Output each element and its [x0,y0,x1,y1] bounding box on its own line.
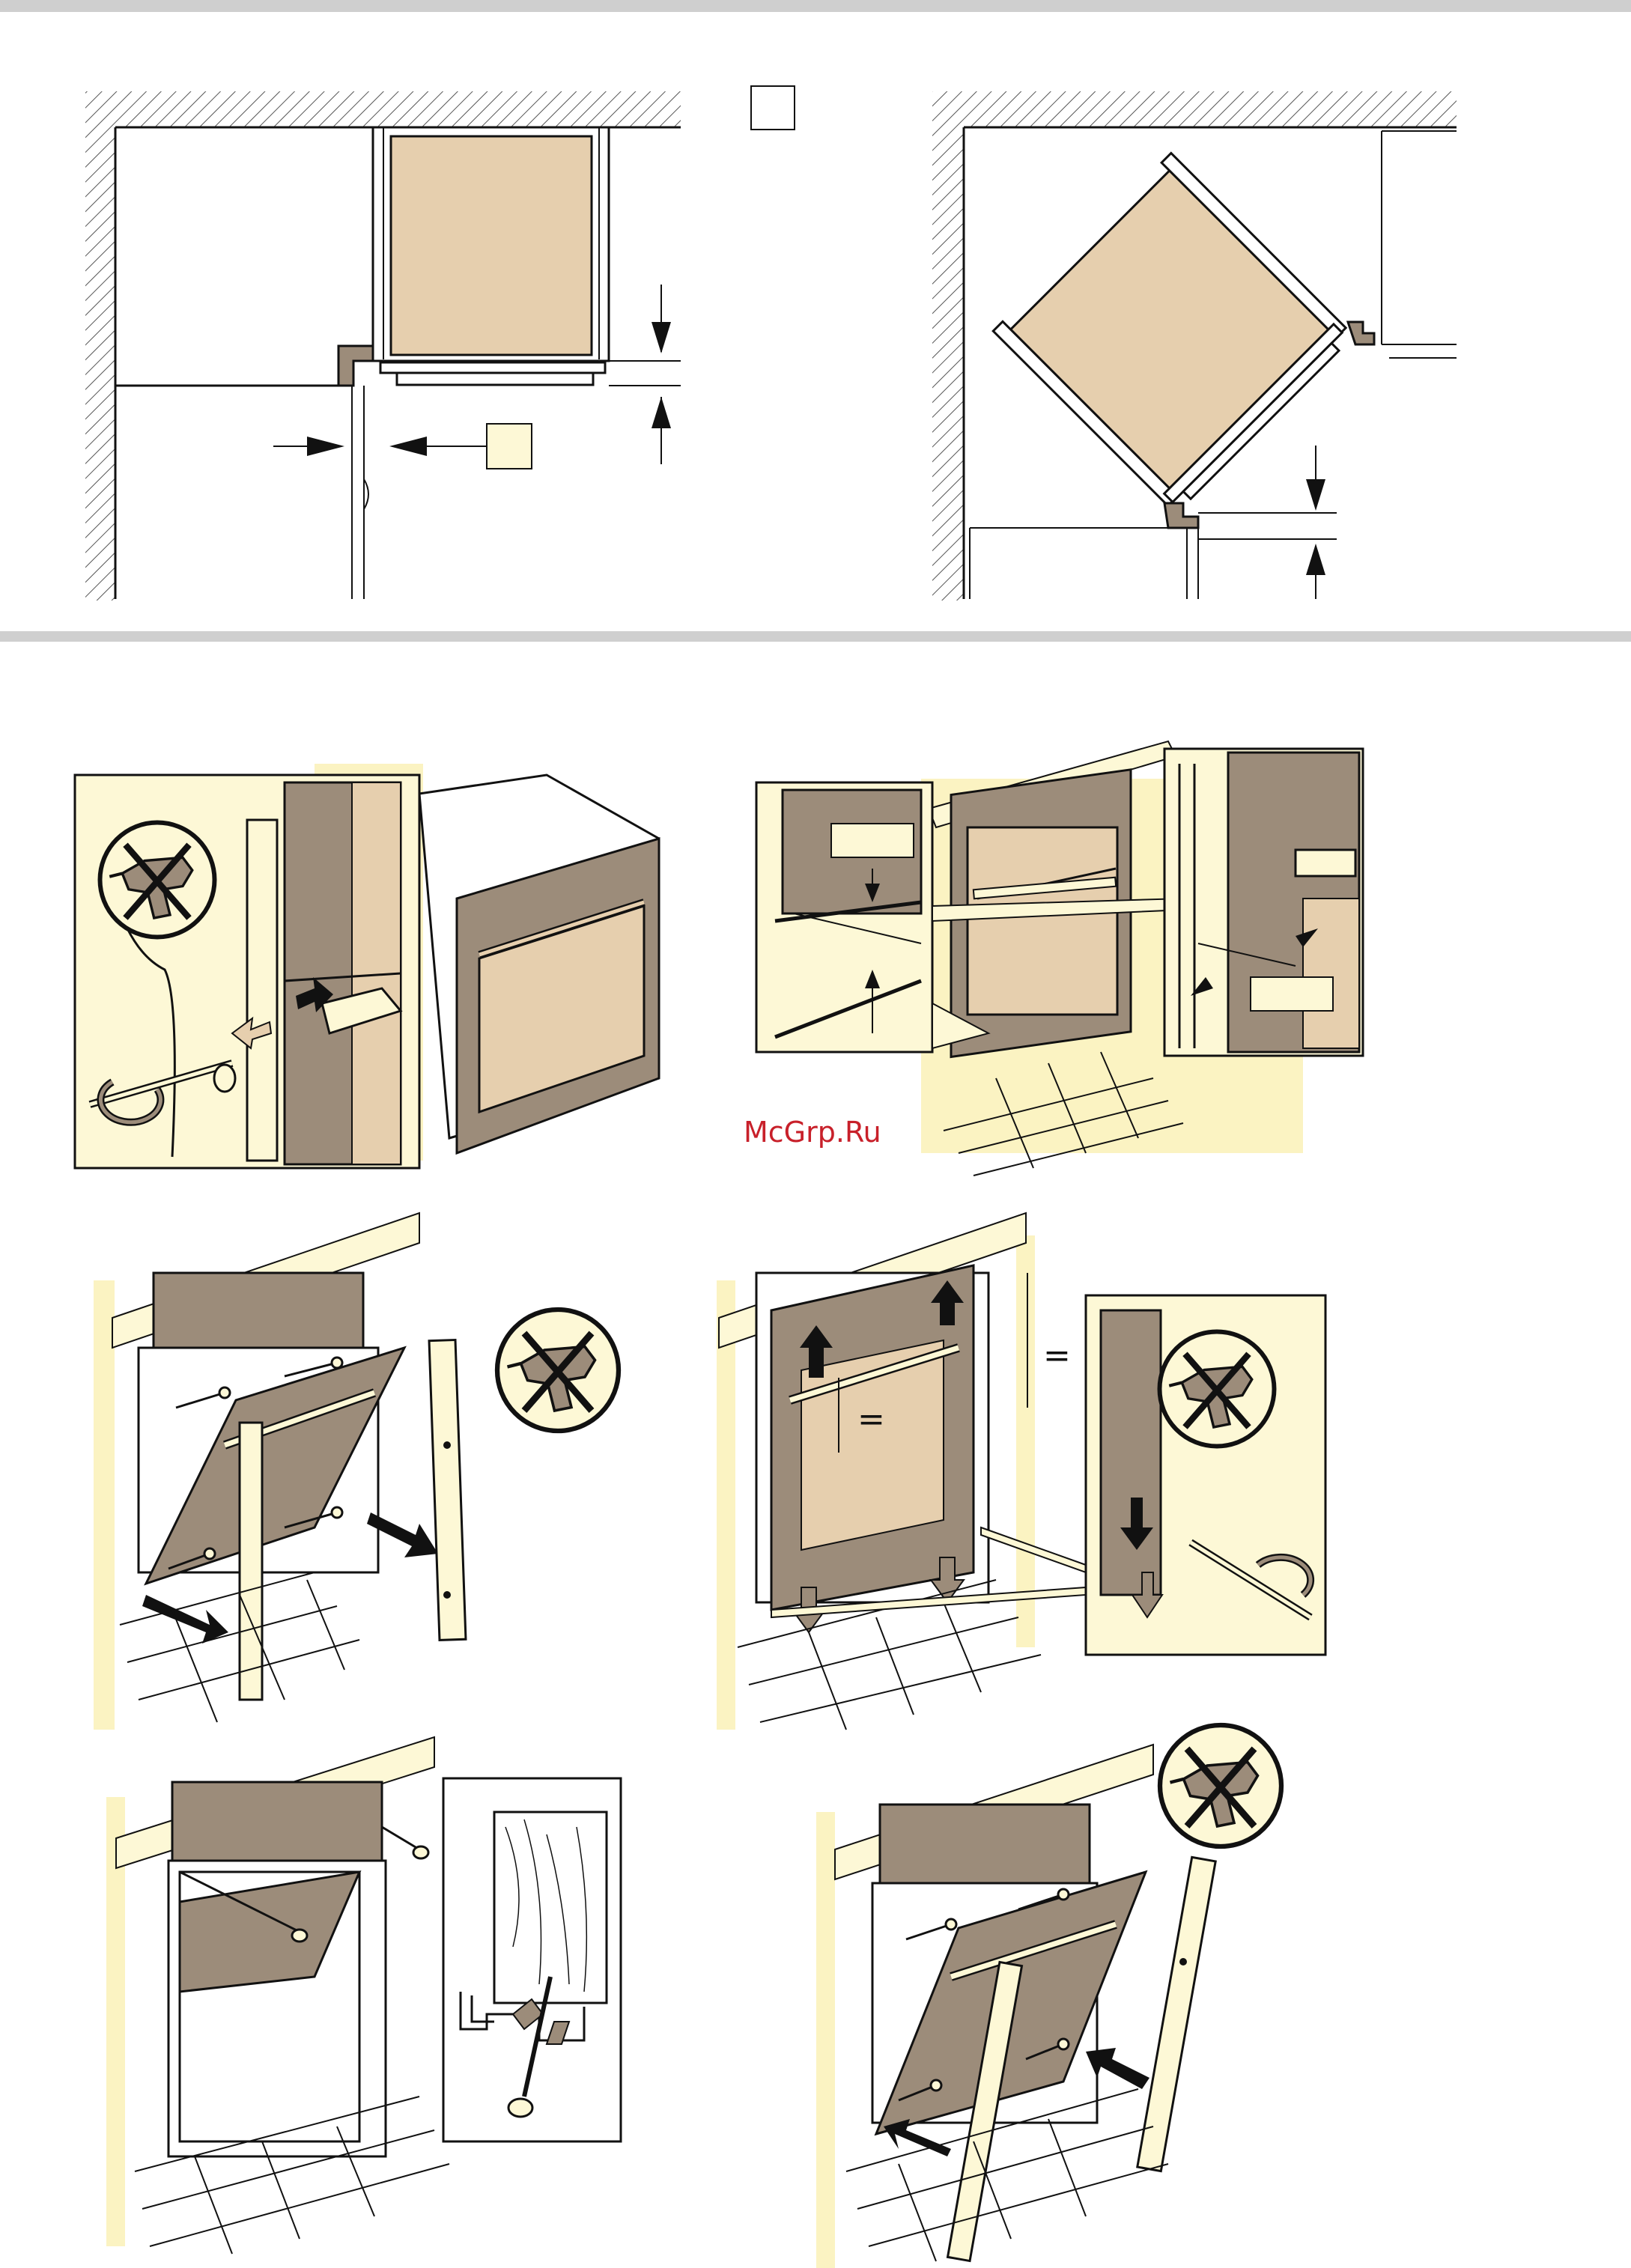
fig-door-alignment: = = [717,1213,1325,1730]
figure-label-box [751,86,795,130]
fig-cabinet-top-view [85,86,795,601]
fig-oven-gap-detail [756,741,1363,1176]
oven-box [391,136,592,355]
no-drill-icon [100,823,215,937]
middle-rule [0,631,1631,642]
top-rule [0,0,1631,12]
fig-door-reassembly [816,1725,1281,2268]
dimension-label-box [487,424,532,469]
watermark: McGrp.Ru [744,1116,881,1149]
equals-mark: = [857,1400,885,1438]
blank-label-box [1251,977,1333,1011]
wood-section-detail [494,1812,607,2003]
fig-oven-side-panel [75,764,659,1168]
fig-cabinet-corner-view [932,91,1457,601]
no-drill-icon [1160,1332,1275,1447]
fig-door-open-screws [94,1213,619,1730]
no-drill-icon [497,1310,619,1431]
fig-door-fixing-screw [106,1737,621,2254]
no-drill-icon [1160,1725,1281,1846]
blank-label-box [831,824,914,857]
equals-mark: = [1043,1337,1071,1375]
